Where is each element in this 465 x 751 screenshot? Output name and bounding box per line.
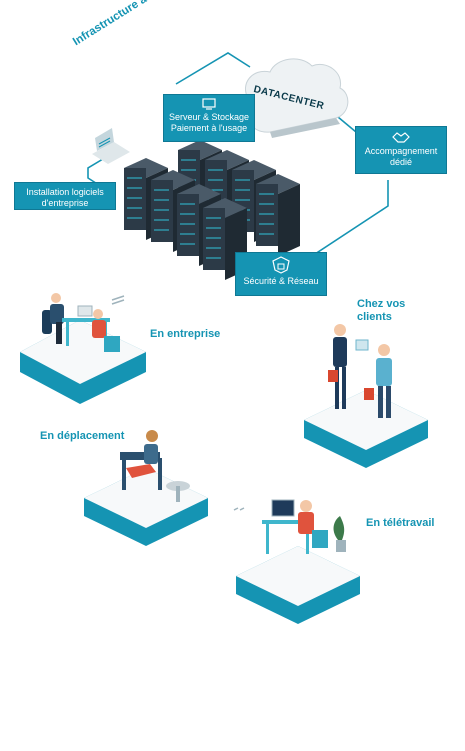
person-remote-work-icon: [233, 499, 346, 554]
label-clients-line-1: Chez vos: [357, 298, 406, 310]
rack: [256, 174, 300, 256]
security-network-tag: Sécurité & Réseau: [235, 252, 327, 296]
security-tag-label: Sécurité & Réseau: [243, 276, 319, 286]
label-clients: Chez vos clients: [357, 298, 405, 324]
platform-travel: [84, 468, 208, 546]
platform-remote: [236, 546, 360, 624]
label-remote: En télétravail: [366, 517, 435, 529]
platform-enterprise: [20, 320, 146, 404]
support-tag-line-1: Accompagnement: [364, 146, 438, 156]
people-client-meeting-icon: [328, 324, 392, 418]
install-tag-line-1: Installation logiciels: [26, 187, 104, 197]
support-tag-line-2: dédié: [389, 157, 413, 167]
software-laptop-icon: [92, 128, 130, 164]
server-screen-icon: [202, 98, 216, 110]
label-clients-line-2: clients: [357, 311, 392, 323]
people-meeting-icon: [42, 293, 125, 352]
handshake-icon: [392, 132, 410, 143]
server-storage-tag: Serveur & Stockage Paiement à l'usage: [163, 94, 255, 142]
install-tag-line-2: d'entreprise: [41, 198, 89, 208]
label-travel: En déplacement: [40, 430, 125, 442]
software-install-tag: Installation logiciels d'entreprise: [14, 182, 116, 210]
platform-clients: [304, 390, 428, 468]
datacenter-cloud-icon: [244, 58, 349, 138]
server-racks: [124, 140, 300, 280]
person-traveling-icon: [120, 430, 190, 502]
server-tag-line-2: Paiement à l'usage: [170, 123, 248, 133]
security-shield-icon: [272, 256, 290, 274]
server-tag-line-1: Serveur & Stockage: [168, 112, 250, 122]
support-tag: Accompagnement dédié: [355, 126, 447, 174]
label-enterprise: En entreprise: [150, 328, 221, 340]
